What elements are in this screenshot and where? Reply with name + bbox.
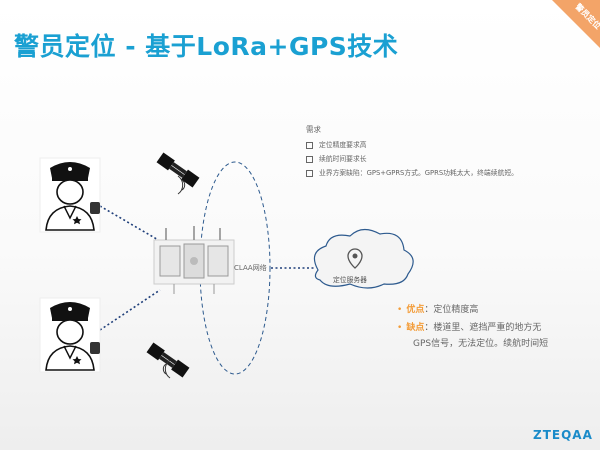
- requirement-item: 业界方案缺陷：GPS+GPRS方式。GPRS功耗太大，终端续航短。: [306, 167, 518, 177]
- pros-text: ：定位精度高: [424, 305, 479, 315]
- corner-badge: [552, 0, 600, 48]
- bullet-icon: •: [397, 305, 403, 315]
- cons-line-continued: GPS信号，无法定位。续航时间短: [413, 339, 549, 349]
- page-title: 警员定位 - 基于LoRa+GPS技术: [14, 32, 399, 61]
- claa-network-label: CLAA网络: [234, 264, 267, 272]
- zte-logo: ZTEQAA: [533, 428, 593, 442]
- requirement-text: 业界方案缺陷：GPS+GPRS方式。GPRS功耗太大，终端续航短。: [319, 169, 518, 177]
- cloud-server-icon: [313, 228, 414, 289]
- cons-label: 缺点: [406, 323, 425, 333]
- requirement-item: 续航时间要求长: [306, 153, 367, 163]
- requirements-heading: 需求: [306, 125, 321, 134]
- link-officer-top: [99, 205, 161, 242]
- checkbox-icon: [306, 155, 313, 163]
- bullet-icon: •: [397, 323, 403, 333]
- cons-text: ：楼道里、遮挡严重的地方无: [424, 323, 542, 333]
- signal-waves-icon: [162, 359, 171, 379]
- positioning-server-label: 定位服务器: [333, 276, 367, 284]
- gps-satellite-icon: [156, 152, 200, 188]
- signal-waves-icon: [177, 175, 186, 195]
- checkbox-icon: [306, 141, 313, 149]
- police-officer-icon: [39, 157, 101, 233]
- checkbox-icon: [306, 169, 313, 177]
- cons-line: •缺点：楼道里、遮挡严重的地方无: [397, 320, 541, 333]
- requirement-text: 续航时间要求长: [319, 155, 367, 163]
- lora-gateway-device-icon: [153, 226, 235, 294]
- pros-line: •优点：定位精度高: [397, 302, 478, 315]
- claa-network-ellipse: [199, 161, 271, 375]
- police-officer-icon: [39, 297, 101, 373]
- link-officer-bottom: [99, 289, 161, 331]
- pros-label: 优点: [406, 305, 425, 315]
- requirement-text: 定位精度要求高: [319, 141, 367, 149]
- requirement-item: 定位精度要求高: [306, 139, 367, 149]
- gps-satellite-icon: [146, 342, 190, 378]
